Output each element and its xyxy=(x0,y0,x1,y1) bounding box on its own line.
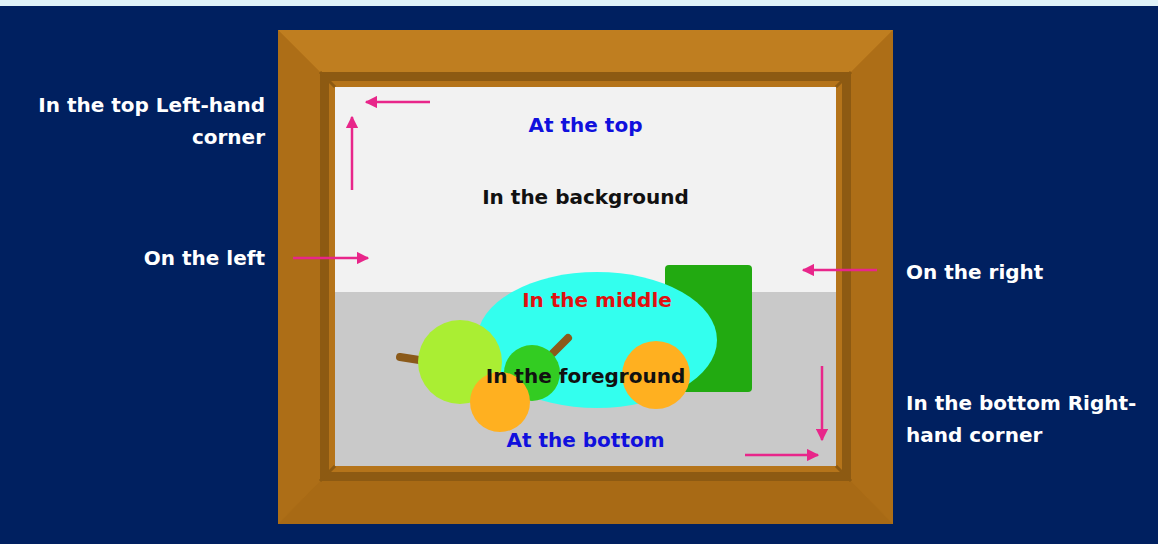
frame-mat xyxy=(329,81,842,472)
fruit-stem xyxy=(400,357,432,362)
leader-arrow xyxy=(745,454,818,457)
position-label: In the background xyxy=(335,183,836,211)
leader-arrow xyxy=(821,366,824,440)
position-label: In the foreground xyxy=(335,362,836,390)
position-callout: In the bottom Right-hand corner xyxy=(906,387,1146,451)
leader-arrow xyxy=(366,101,430,104)
position-callout: On the right xyxy=(906,256,1146,288)
leader-arrow xyxy=(293,257,368,260)
position-callout: On the left xyxy=(30,242,265,274)
leader-arrow xyxy=(351,117,354,190)
position-label: At the top xyxy=(335,111,836,139)
frame-bevel-bottom xyxy=(278,481,893,524)
frame-inner-edge xyxy=(320,72,851,481)
frame-bevel-top xyxy=(278,30,893,72)
frame-outer xyxy=(278,30,893,524)
leader-arrow xyxy=(803,269,877,272)
picture-canvas: At the top In the background In the foregr… xyxy=(335,87,836,466)
top-band xyxy=(0,0,1158,6)
canvas-wall xyxy=(335,87,836,292)
position-callout: In the top Left-hand corner xyxy=(30,89,265,153)
frame-bevel-left xyxy=(278,30,320,524)
position-label: In the middle xyxy=(477,286,717,314)
frame-bevel-right xyxy=(851,30,893,524)
position-label: At the bottom xyxy=(335,426,836,454)
